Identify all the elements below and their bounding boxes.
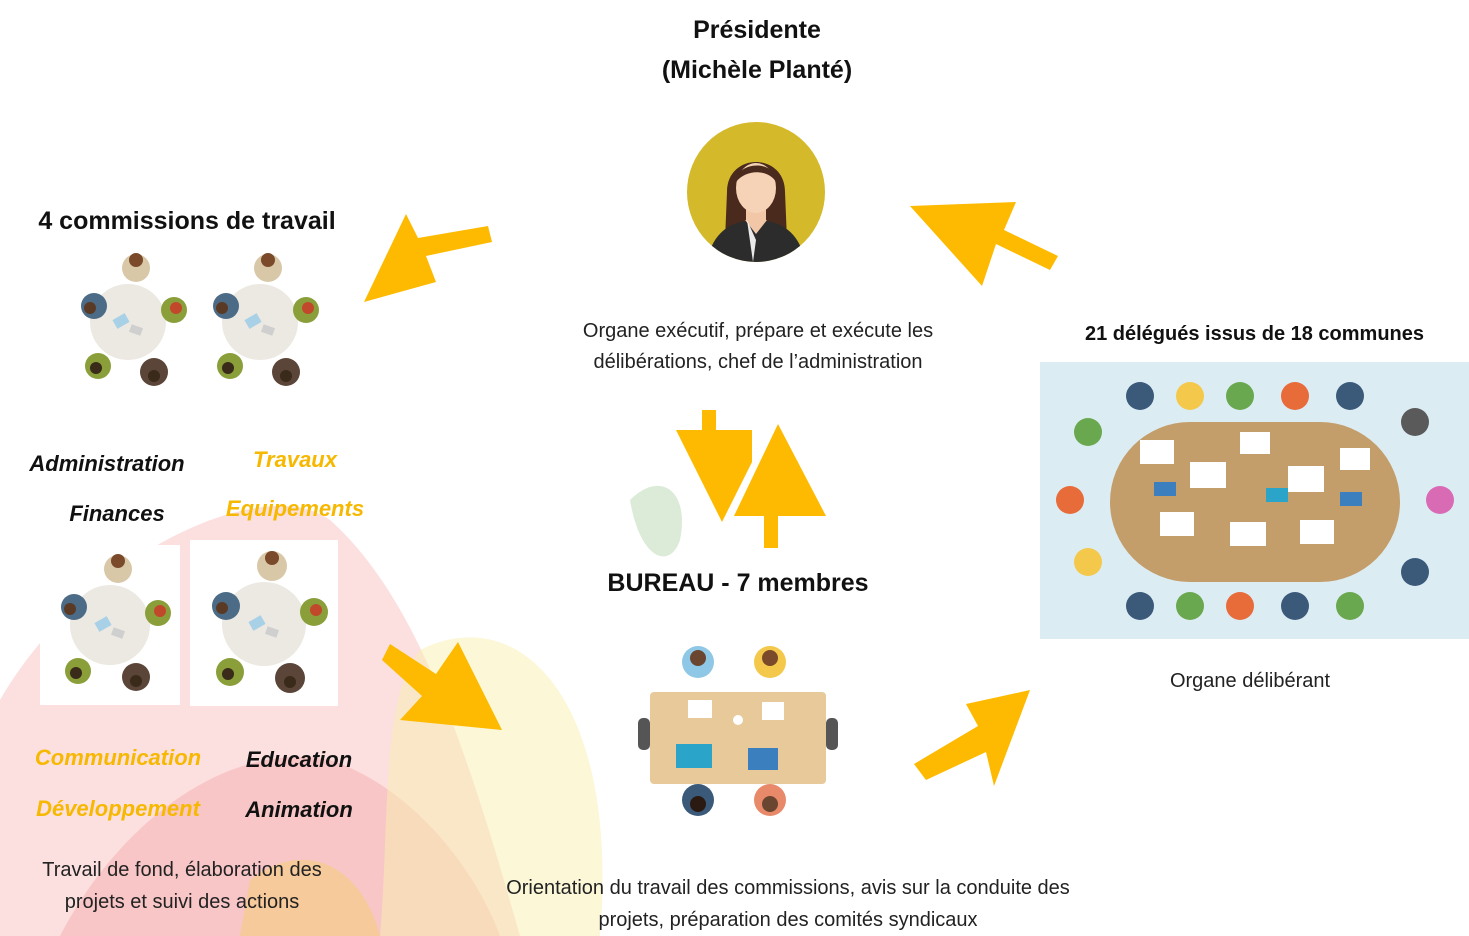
arrow-icon <box>914 690 1030 786</box>
arrow-icon <box>910 202 1058 286</box>
arrow-president-to-bureau <box>676 410 752 522</box>
president-title-block: Présidente (Michèle Planté) <box>620 10 894 90</box>
bureau-title: BUREAU - 7 membres <box>607 569 869 597</box>
round-table-meeting-icon <box>61 554 171 691</box>
oval-table-meeting-icon <box>1040 362 1469 639</box>
president-title: Présidente <box>693 16 821 44</box>
rectangular-table-meeting-icon <box>638 646 838 816</box>
commission-label-developpement: Développement <box>36 796 200 821</box>
commission-label-administration: Administration <box>29 451 185 476</box>
commission-image-3 <box>40 545 180 705</box>
arrow-icon <box>364 214 492 302</box>
commission-label-travaux: Travaux <box>253 447 337 472</box>
arrow-commissions-to-bureau <box>382 642 502 730</box>
commission-image-1 <box>66 248 191 396</box>
arrow-icon <box>734 424 826 548</box>
commission-label-finances: Finances <box>69 501 165 526</box>
commission-image-4 <box>190 540 338 706</box>
commission-label-equipements: Equipements <box>225 496 365 521</box>
commission-label-animation: Animation <box>245 797 353 822</box>
round-table-meeting-icon <box>212 551 328 693</box>
bureau-description: Orientation du travail des commissions, … <box>506 877 1070 931</box>
president-name: (Michèle Planté) <box>661 56 853 84</box>
commission-image-2 <box>196 248 326 396</box>
round-table-meeting-icon <box>81 253 187 386</box>
person-avatar-icon <box>687 122 825 262</box>
arrow-bureau-to-president <box>734 424 826 548</box>
arrow-icon <box>382 642 502 730</box>
commissions-description: Travail de fond, élaboration des projets… <box>42 859 322 913</box>
delegates-title: 21 délégués issus de 18 communes <box>1084 323 1425 345</box>
round-table-meeting-icon <box>213 253 319 386</box>
commission-label-education: Education <box>245 747 353 772</box>
delegates-image <box>1040 362 1469 639</box>
delegates-description: Organe délibérant <box>1169 670 1331 692</box>
arrow-delegates-to-president <box>910 202 1058 286</box>
arrow-president-to-commissions <box>364 214 492 302</box>
arrow-bureau-to-delegates <box>914 690 1030 786</box>
president-avatar <box>687 122 825 262</box>
commissions-title: 4 commissions de travail <box>38 207 336 235</box>
bureau-image <box>620 640 854 820</box>
arrow-icon <box>676 410 752 522</box>
president-description: Organe exécutif, prépare et exécute les … <box>582 320 934 373</box>
commission-label-communication: Communication <box>34 745 202 770</box>
